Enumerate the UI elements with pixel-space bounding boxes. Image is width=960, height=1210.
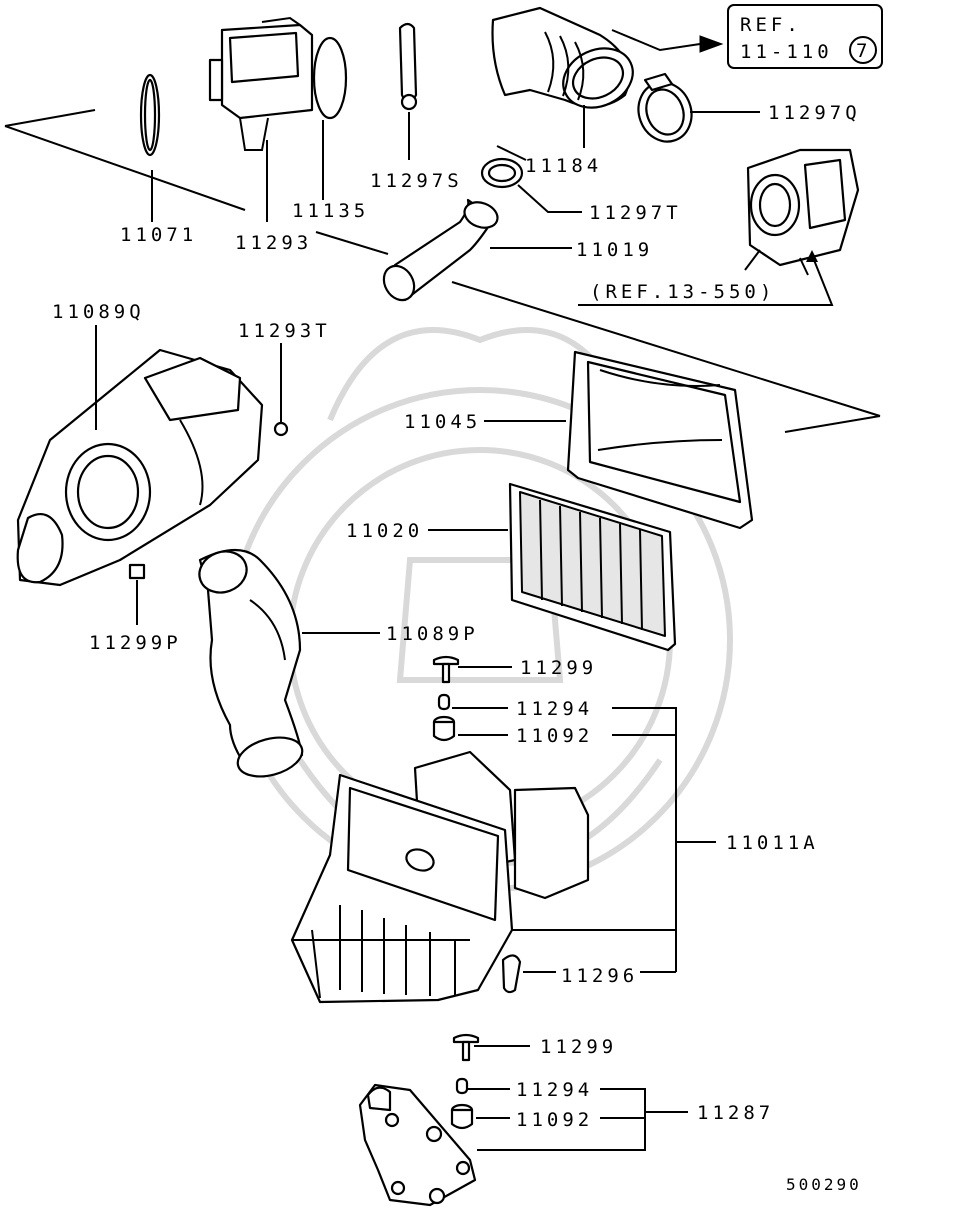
ref-circle-number: 7 <box>856 40 867 62</box>
bolt-11299-lower <box>452 1033 480 1062</box>
diagram-code: 500290 <box>786 1175 862 1194</box>
collar-11294-lower <box>455 1077 469 1095</box>
label-11297S: 11297S <box>370 170 463 192</box>
air-cleaner-case-11011A <box>290 750 590 1004</box>
grommet-11092-upper <box>432 715 456 742</box>
air-tube-11019 <box>382 198 499 302</box>
label-11296: 11296 <box>561 965 638 987</box>
throttle-body <box>744 148 860 276</box>
clip-11293T <box>273 421 289 437</box>
gasket-11071 <box>139 73 161 157</box>
label-11297Q: 11297Q <box>768 102 861 124</box>
label-11294-upper: 11294 <box>516 698 593 720</box>
label-11299-upper: 11299 <box>520 657 597 679</box>
ref-line1: REF. <box>740 14 802 36</box>
label-11299-lower: 11299 <box>540 1036 617 1058</box>
leader-lines-lower <box>95 325 716 1151</box>
label-11297T: 11297T <box>589 202 682 224</box>
band-11297S <box>398 22 418 111</box>
ref-line2: 11-110 <box>740 41 833 63</box>
label-11071: 11071 <box>120 224 197 246</box>
label-11092-upper: 11092 <box>516 725 593 747</box>
label-11019: 11019 <box>576 239 653 261</box>
label-11294-lower: 11294 <box>516 1079 593 1101</box>
intake-hose-11184 <box>491 6 634 109</box>
label-11299P: 11299P <box>89 632 182 654</box>
bolt-11299-upper <box>432 655 460 684</box>
duct-11089P <box>198 549 304 778</box>
air-flow-sensor-11135 <box>208 16 348 151</box>
reference-box: REF. 11-110 7 <box>727 4 883 69</box>
bolt-11299P <box>128 563 146 580</box>
part-labels: 11071 11135 11293 11297S 11184 11297Q 11… <box>52 102 862 1194</box>
air-filter-11020 <box>508 482 677 652</box>
collar-11294-upper <box>437 693 451 711</box>
label-11092-lower: 11092 <box>516 1109 593 1131</box>
label-ref-13-550: (REF.13-550) <box>590 281 775 303</box>
leader-lines-top <box>4 29 881 433</box>
label-11089Q: 11089Q <box>52 301 145 323</box>
label-11293: 11293 <box>235 232 312 254</box>
label-11135: 11135 <box>292 200 369 222</box>
label-11293T: 11293T <box>238 320 331 342</box>
label-11045: 11045 <box>404 411 481 433</box>
clamp-11297Q <box>637 72 693 143</box>
filter-frame-11045 <box>566 350 754 530</box>
label-11184: 11184 <box>525 155 602 177</box>
grommet-11092-lower <box>450 1103 474 1130</box>
clip-11296 <box>501 954 522 994</box>
air-cleaner-cover-11089Q <box>16 348 264 587</box>
clamp-11297T <box>480 145 527 189</box>
bracket-11287 <box>358 1083 477 1207</box>
label-11089P: 11089P <box>386 623 479 645</box>
label-11011A: 11011A <box>726 832 819 854</box>
label-11020: 11020 <box>346 520 423 542</box>
label-11287: 11287 <box>697 1102 774 1124</box>
